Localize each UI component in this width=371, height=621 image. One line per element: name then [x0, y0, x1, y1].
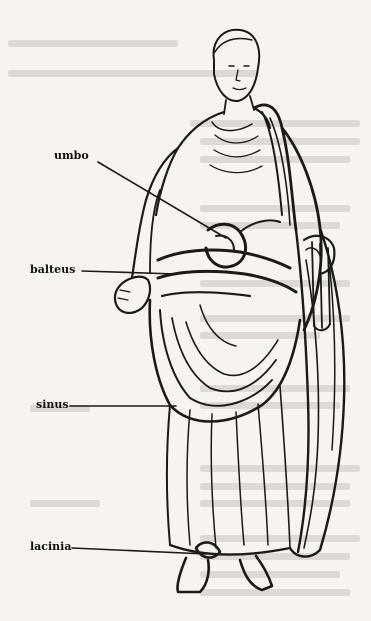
head [214, 30, 260, 114]
side-drape [290, 228, 344, 557]
label-lacinia: lacinia [30, 541, 72, 553]
label-sinus: sinus [36, 399, 69, 411]
sinus-folds [150, 300, 300, 422]
balteus-sash [158, 250, 296, 296]
leader-line-umbo [98, 162, 226, 238]
lower-toga [167, 386, 290, 554]
label-balteus: balteus [30, 264, 75, 276]
upper-body [156, 108, 270, 215]
leader-lines [70, 162, 226, 554]
label-umbo: umbo [54, 150, 89, 162]
right-arm [115, 148, 178, 313]
leader-line-balteus [82, 271, 176, 274]
